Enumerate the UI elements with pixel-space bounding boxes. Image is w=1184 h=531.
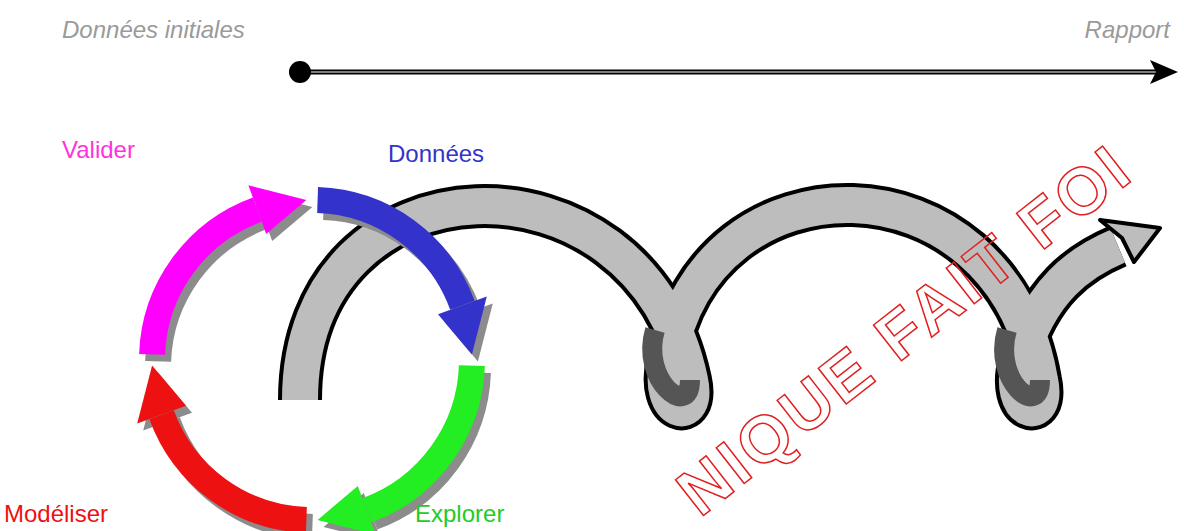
cycle-step-label: Données <box>388 140 484 168</box>
cycle-step-label: Explorer <box>415 500 504 528</box>
cycle-step-label: Modéliser <box>4 500 108 528</box>
cycle-arc-model <box>137 366 306 520</box>
cycle-step-label: Valider <box>62 136 135 164</box>
cycle-arc-validate <box>152 185 306 354</box>
watermark: NIQUE FAIT FOI <box>663 129 1147 530</box>
timeline-start-label: Données initiales <box>62 16 245 44</box>
timeline-arrow <box>289 60 1178 84</box>
timeline-end-label: Rapport <box>1085 16 1170 44</box>
cycle-arc-data <box>318 200 487 354</box>
cycle-shadow <box>143 192 493 531</box>
